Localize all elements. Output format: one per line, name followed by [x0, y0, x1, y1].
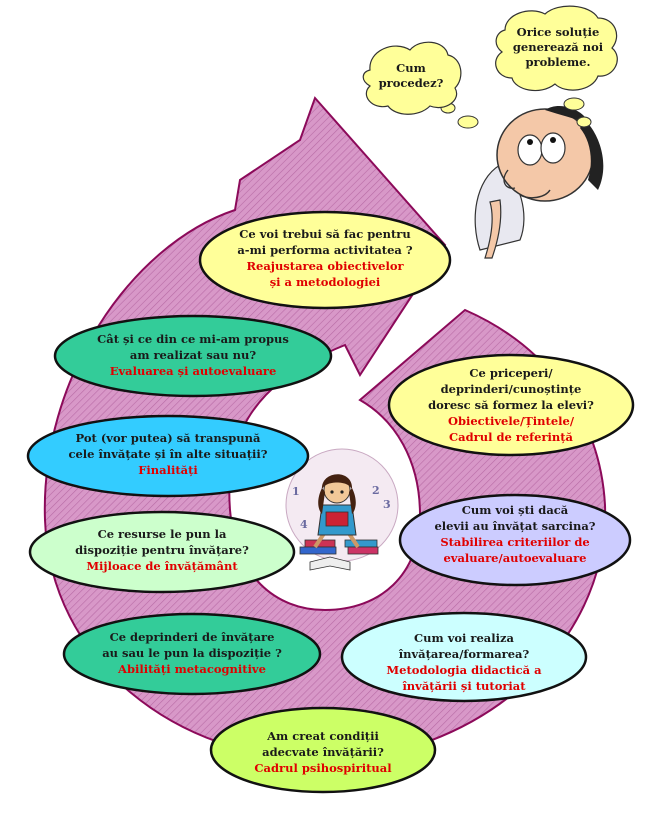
step-criterii: Cum voi ști dacă elevii au învățat sarci…	[398, 493, 632, 587]
step-question: dispoziție pentru învățare?	[75, 543, 249, 557]
step-question: Ce priceperi/	[469, 366, 553, 380]
thinking-man-illustration	[474, 105, 604, 259]
cloud-line: Orice soluție	[517, 25, 600, 39]
step-question: Pot (vor putea) să transpună	[76, 431, 261, 445]
step-question: adecvate învățării?	[262, 745, 384, 759]
step-cadru: Am creat condiții adecvate învățării? Ca…	[209, 706, 437, 794]
thought-dot	[563, 97, 585, 111]
step-question: a-mi performa activitatea ?	[237, 243, 413, 257]
step-answer: și a metodologiei	[270, 275, 381, 289]
step-question: Ce deprinderi de învățare	[110, 630, 275, 644]
step-question: Ce voi trebui să fac pentru	[239, 227, 410, 241]
step-answer: Abilități metacognitive	[117, 662, 266, 676]
step-obiective: Ce priceperi/ deprinderi/cunoștințe dore…	[387, 353, 635, 457]
step-finalitati: Pot (vor putea) să transpună cele învăța…	[26, 414, 310, 498]
center-number: 3	[383, 498, 391, 511]
step-answer: Reajustarea obiectivelor	[246, 259, 404, 273]
step-answer: Cadrul psihospiritual	[254, 761, 392, 775]
step-mijloace: Ce resurse le pun la dispoziție pentru î…	[28, 510, 296, 594]
thought-dot	[457, 115, 479, 129]
center-number: 2	[372, 484, 380, 497]
step-answer: evaluare/autoevaluare	[443, 551, 586, 565]
step-question: Cum voi realiza	[414, 631, 515, 645]
step-answer: învățării și tutoriat	[402, 679, 526, 693]
step-question: Ce resurse le pun la	[98, 527, 227, 541]
step-question: doresc să formez la elevi?	[428, 398, 594, 412]
step-question: au sau le pun la dispoziție ?	[102, 646, 282, 660]
step-question: cele învățate și în alte situații?	[68, 447, 267, 461]
step-reajustare: Ce voi trebui să fac pentru a-mi perform…	[198, 210, 452, 310]
step-answer: Stabilirea criteriilor de	[440, 535, 589, 549]
girl-reading-illustration: 1 4 2 3	[285, 448, 399, 571]
cloud-line: procedez?	[379, 76, 444, 90]
step-question: deprinderi/cunoștințe	[441, 382, 582, 396]
step-answer: Mijloace de învățământ	[86, 559, 238, 573]
step-answer: Obiectivele/Țintele/	[448, 414, 575, 428]
cloud-line: generează noi	[513, 40, 604, 54]
step-question: Am creat condiții	[266, 729, 379, 743]
thought-cloud-how: Cum procedez?	[362, 41, 462, 115]
step-question: învățarea/formarea?	[399, 647, 530, 661]
step-question: Cât și ce din ce mi-am propus	[97, 332, 289, 346]
step-metodologia: Cum voi realiza învățarea/formarea? Meto…	[340, 611, 588, 703]
center-number: 4	[300, 518, 308, 531]
step-question: am realizat sau nu?	[130, 348, 256, 362]
step-answer: Finalități	[138, 463, 198, 477]
thought-dot	[576, 116, 592, 128]
step-question: elevii au învățat sarcina?	[434, 519, 595, 533]
step-abilitati: Ce deprinderi de învățare au sau le pun …	[62, 612, 322, 696]
center-number: 1	[292, 485, 300, 498]
circular-arrow	[43, 96, 607, 762]
cloud-line: probleme.	[526, 55, 591, 69]
cloud-line: Cum	[396, 61, 426, 75]
step-evaluare: Cât și ce din ce mi-am propus am realiza…	[53, 314, 333, 398]
step-answer: Evaluarea și autoevaluare	[110, 364, 277, 378]
thought-cloud-solution: Orice soluție generează noi probleme.	[495, 5, 618, 92]
step-answer: Cadrul de referință	[449, 430, 574, 444]
step-answer: Metodologia didactică a	[386, 663, 542, 677]
step-question: Cum voi ști dacă	[462, 503, 569, 517]
